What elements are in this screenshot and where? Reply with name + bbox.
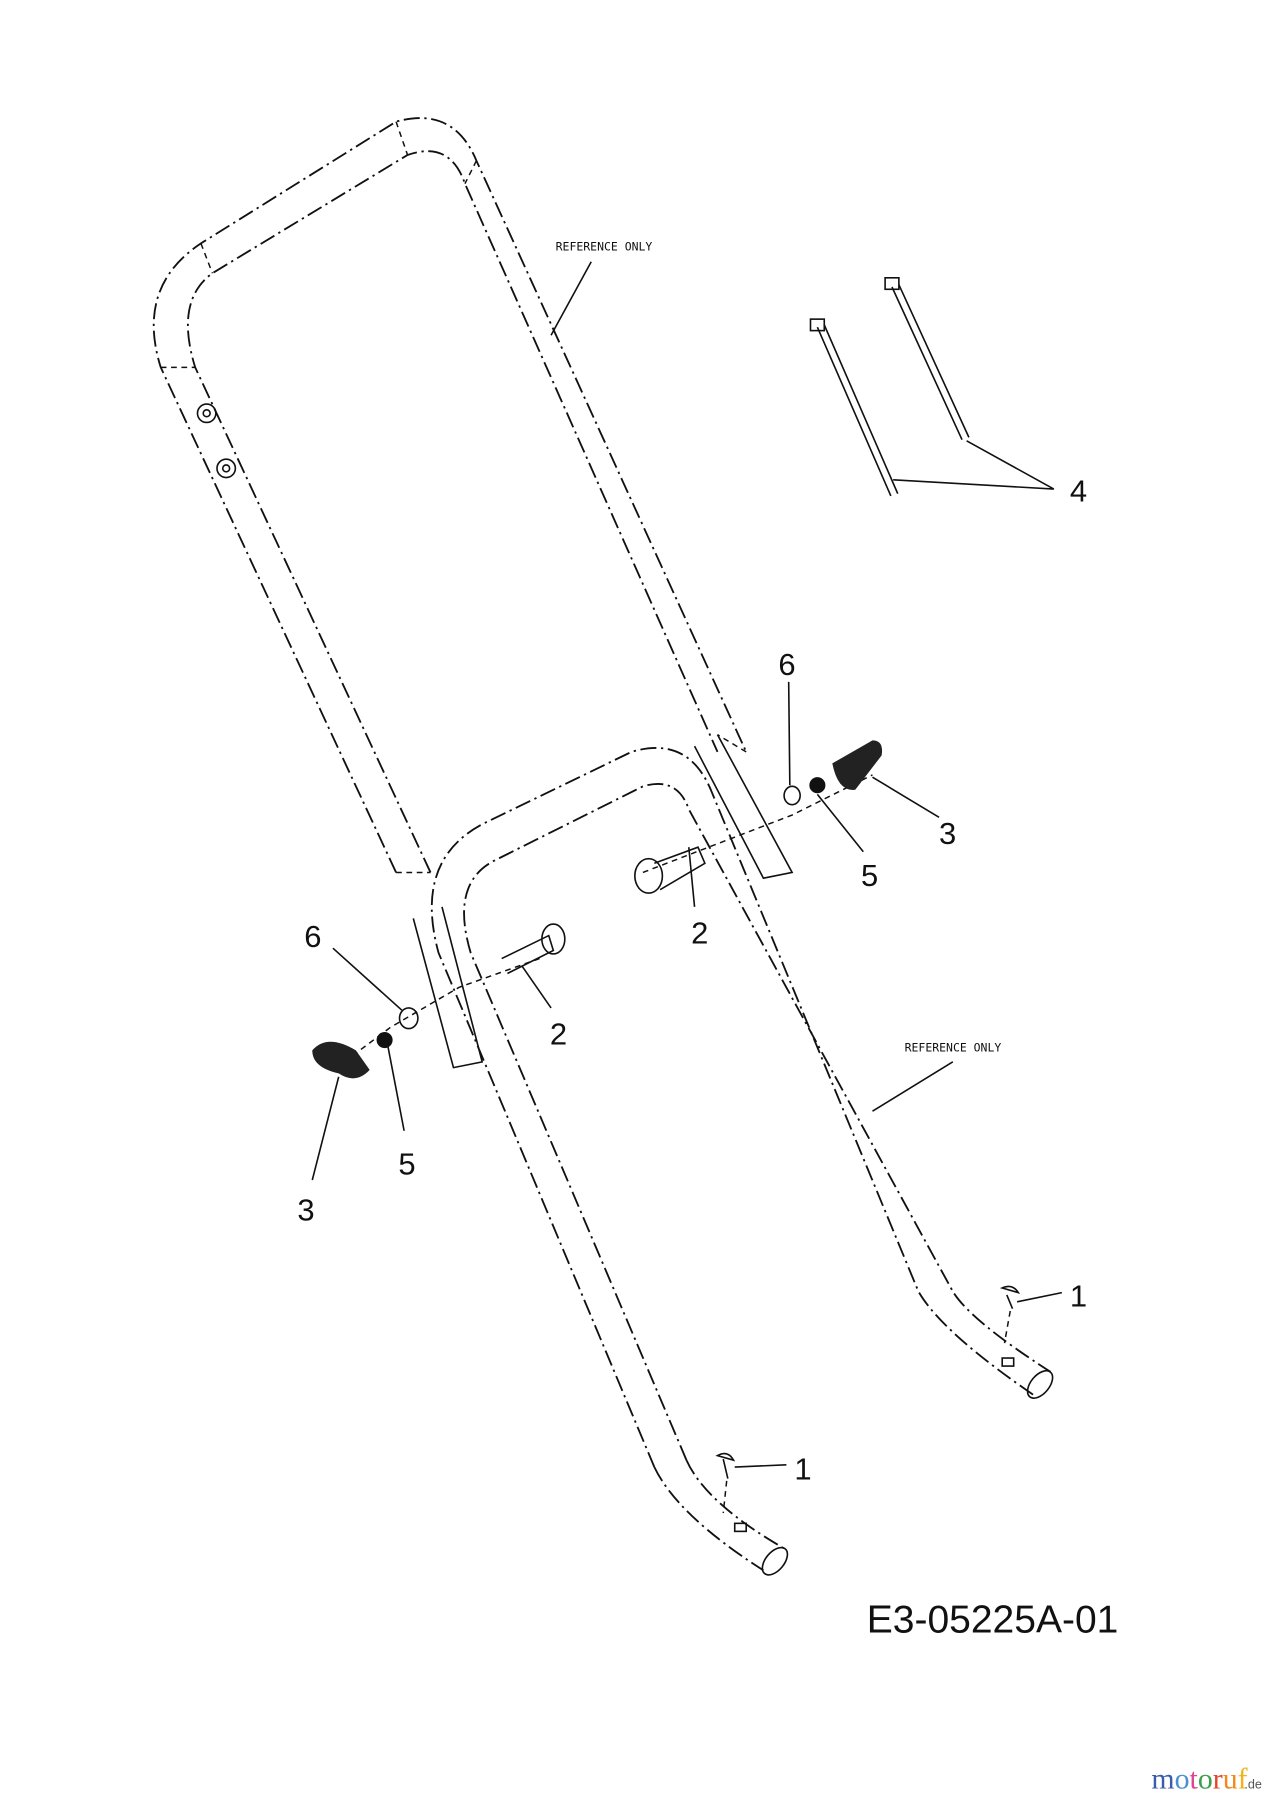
callout-3-left: 3 [297,1192,314,1227]
watermark-text: motoruf [1151,1763,1247,1796]
callout-5-left: 5 [398,1146,415,1181]
left-hardware [312,923,566,1079]
callout-3-right: 3 [939,816,956,851]
washer-right [783,785,801,806]
knob-right [832,740,883,790]
callout-6-left: 6 [304,919,321,954]
callout-5-right: 5 [861,858,878,893]
watermark-suffix: .de [1244,1778,1262,1792]
watermark-logo: motoruf .de [1151,1763,1262,1796]
reference-label-lower: REFERENCE ONLY [905,1041,1002,1055]
bolt-head-right [634,857,664,894]
reference-label-upper: REFERENCE ONLY [556,239,653,253]
callout-6-right: 6 [778,647,795,682]
part-code: E3-05225A-01 [867,1598,1119,1641]
callout-2-right: 2 [691,916,708,951]
washer-left [398,1007,419,1030]
cable-ties [809,277,970,497]
lower-handle [430,747,1054,1576]
knob-left [312,1041,370,1079]
leader-lines [311,261,1063,1468]
callout-4: 4 [1070,474,1087,509]
lock-washer-left [376,1032,393,1049]
right-hardware [634,740,883,894]
screws [715,1285,1021,1514]
callout-2-left: 2 [550,1017,567,1052]
upper-handle [152,117,794,1069]
callout-1-right: 1 [1070,1278,1087,1313]
callout-1-left: 1 [794,1452,811,1487]
lock-washer-right [809,777,826,794]
